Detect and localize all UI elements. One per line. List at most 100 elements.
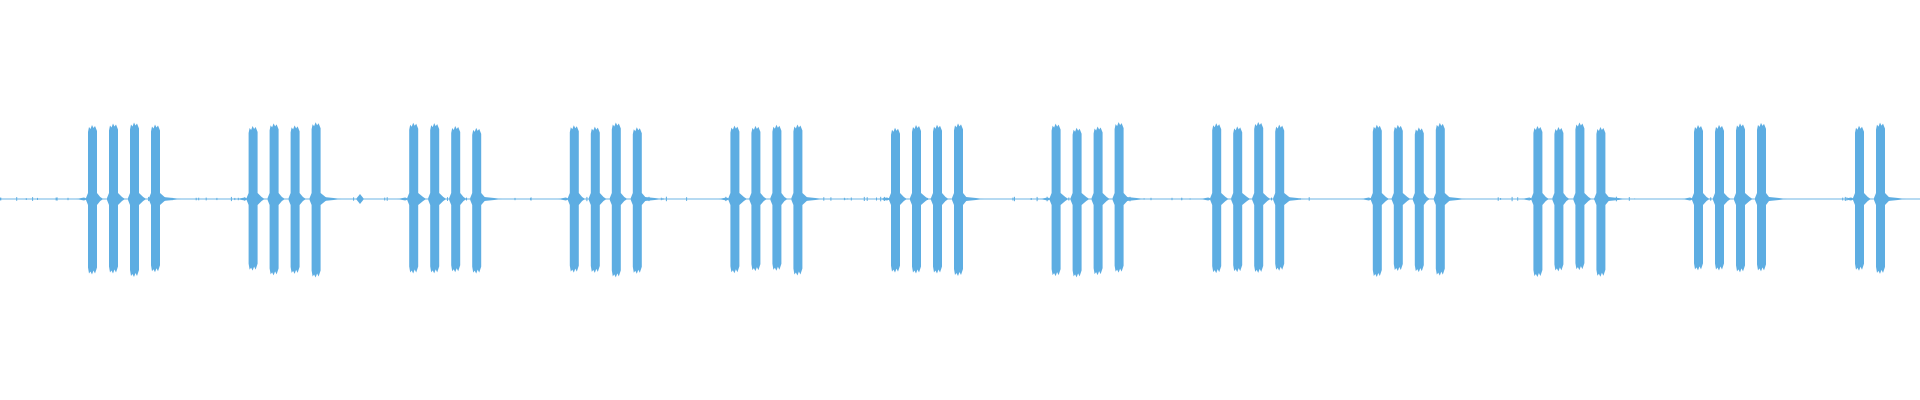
waveform-noise-speck (109, 198, 110, 200)
waveform-noise-speck (25, 198, 27, 200)
waveform-pulse (470, 127, 488, 274)
waveform-lead-noise (1200, 197, 1213, 201)
waveform-noise-speck (1391, 197, 1393, 201)
waveform-noise-speck (244, 197, 246, 201)
waveform-noise-speck (476, 198, 477, 200)
waveform-decay-tail (1126, 197, 1145, 201)
waveform-pulse (1231, 126, 1251, 273)
waveform-pulse (1874, 122, 1892, 274)
waveform-noise-speck (943, 198, 945, 200)
waveform-noise-speck (725, 196, 727, 202)
waveform-noise-speck (1030, 198, 1032, 200)
waveform-pulse (1370, 124, 1389, 277)
waveform-decay-tail (644, 197, 663, 201)
waveform-pulse (567, 125, 586, 273)
waveform-noise-speck (1710, 197, 1712, 201)
waveform-pulse (309, 122, 329, 278)
waveform-noise-speck (1447, 196, 1449, 202)
waveform-burst (1039, 122, 1145, 278)
waveform-noise-speck (441, 197, 443, 201)
waveform-pulse (952, 123, 970, 276)
waveform-lead-noise (76, 197, 88, 201)
waveform-noise-speck (0, 197, 1, 201)
waveform-pulse (246, 125, 265, 271)
waveform-pulse (770, 124, 788, 271)
waveform-noise-speck (530, 197, 532, 201)
waveform-burst (879, 123, 984, 276)
waveform-noise-speck (763, 198, 765, 200)
waveform-pulse (1552, 126, 1570, 272)
waveform-noise-speck (171, 197, 173, 201)
waveform-noise-speck (1728, 198, 1730, 200)
waveform-pulse (1433, 122, 1453, 276)
waveform-decay-tail (805, 197, 824, 201)
waveform-noise-speck (777, 198, 779, 200)
waveform-noise-speck (771, 197, 773, 201)
waveform-noise-speck (573, 196, 575, 202)
waveform-noise-speck (847, 198, 849, 200)
waveform-noise-speck (156, 198, 158, 200)
waveform-noise-speck (384, 197, 386, 201)
waveform-noise-speck (1012, 197, 1014, 201)
waveform-noise-speck (896, 196, 898, 202)
waveform-noise-speck (850, 197, 852, 201)
waveform-noise-speck (586, 196, 588, 202)
waveform-noise-speck (32, 197, 34, 201)
waveform-noise-speck (616, 198, 618, 200)
waveform-noise-speck (662, 198, 664, 200)
waveform-pulse (1853, 125, 1871, 271)
waveform-noise-speck (1210, 197, 1212, 201)
waveform-noise-speck (1308, 197, 1310, 201)
waveform-pulse (1112, 122, 1131, 273)
waveform-burst (1843, 122, 1906, 274)
waveform-noise-speck (1517, 197, 1519, 201)
waveform-burst (236, 122, 342, 278)
waveform-pulse (910, 124, 929, 274)
waveform-noise-speck (1299, 198, 1301, 200)
waveform-noise-speck (257, 197, 259, 201)
waveform-decay-tail (1287, 197, 1306, 201)
waveform-pulse (288, 125, 306, 274)
waveform-noise-speck (55, 197, 57, 201)
waveform-noise-speck (234, 197, 236, 201)
waveform-noise-speck (1701, 197, 1702, 201)
waveform-noise-speck (634, 198, 636, 200)
waveform-noise-speck (1846, 197, 1848, 201)
waveform-pulse (1531, 125, 1549, 277)
waveform-noise-speck (216, 197, 218, 201)
waveform-lead-noise (397, 197, 410, 201)
waveform-noise-speck (37, 197, 38, 200)
waveform-pulse (931, 124, 949, 274)
waveform-noise-speck (1252, 197, 1254, 201)
waveform-noise-speck (1189, 198, 1191, 200)
waveform-noise-speck (1740, 197, 1742, 201)
waveform-noise-speck (16, 197, 18, 201)
waveform-noise-speck (927, 197, 929, 200)
waveform-pulse (1091, 126, 1110, 276)
waveform-noise-speck (640, 197, 642, 201)
waveform-noise-speck (1036, 196, 1038, 202)
waveform-lead-noise (1521, 197, 1534, 201)
waveform-pulse (1252, 122, 1271, 273)
waveform-noise-speck (880, 198, 882, 200)
waveform-pulse (749, 125, 767, 272)
waveform-noise-speck (843, 197, 845, 201)
waveform-noise-speck (282, 197, 284, 201)
waveform-noise-speck (1046, 196, 1048, 202)
waveform-noise-speck (167, 198, 169, 200)
waveform-noise-speck (748, 198, 750, 200)
waveform-noise-speck (884, 196, 886, 201)
waveform-noise-speck (1867, 197, 1869, 201)
waveform-decay-tail (1608, 197, 1627, 201)
waveform-noise-speck (1497, 197, 1499, 201)
waveform-noise-speck (97, 197, 99, 201)
waveform-lead-noise (1039, 197, 1052, 201)
waveform-noise-speck (955, 197, 957, 201)
waveform-noise-speck (1586, 197, 1588, 201)
waveform-burst (1682, 122, 1787, 273)
waveform-burst (1360, 122, 1466, 277)
waveform-burst (718, 124, 824, 276)
waveform-noise-speck (56, 197, 58, 201)
waveform-noise-speck (1129, 196, 1131, 202)
